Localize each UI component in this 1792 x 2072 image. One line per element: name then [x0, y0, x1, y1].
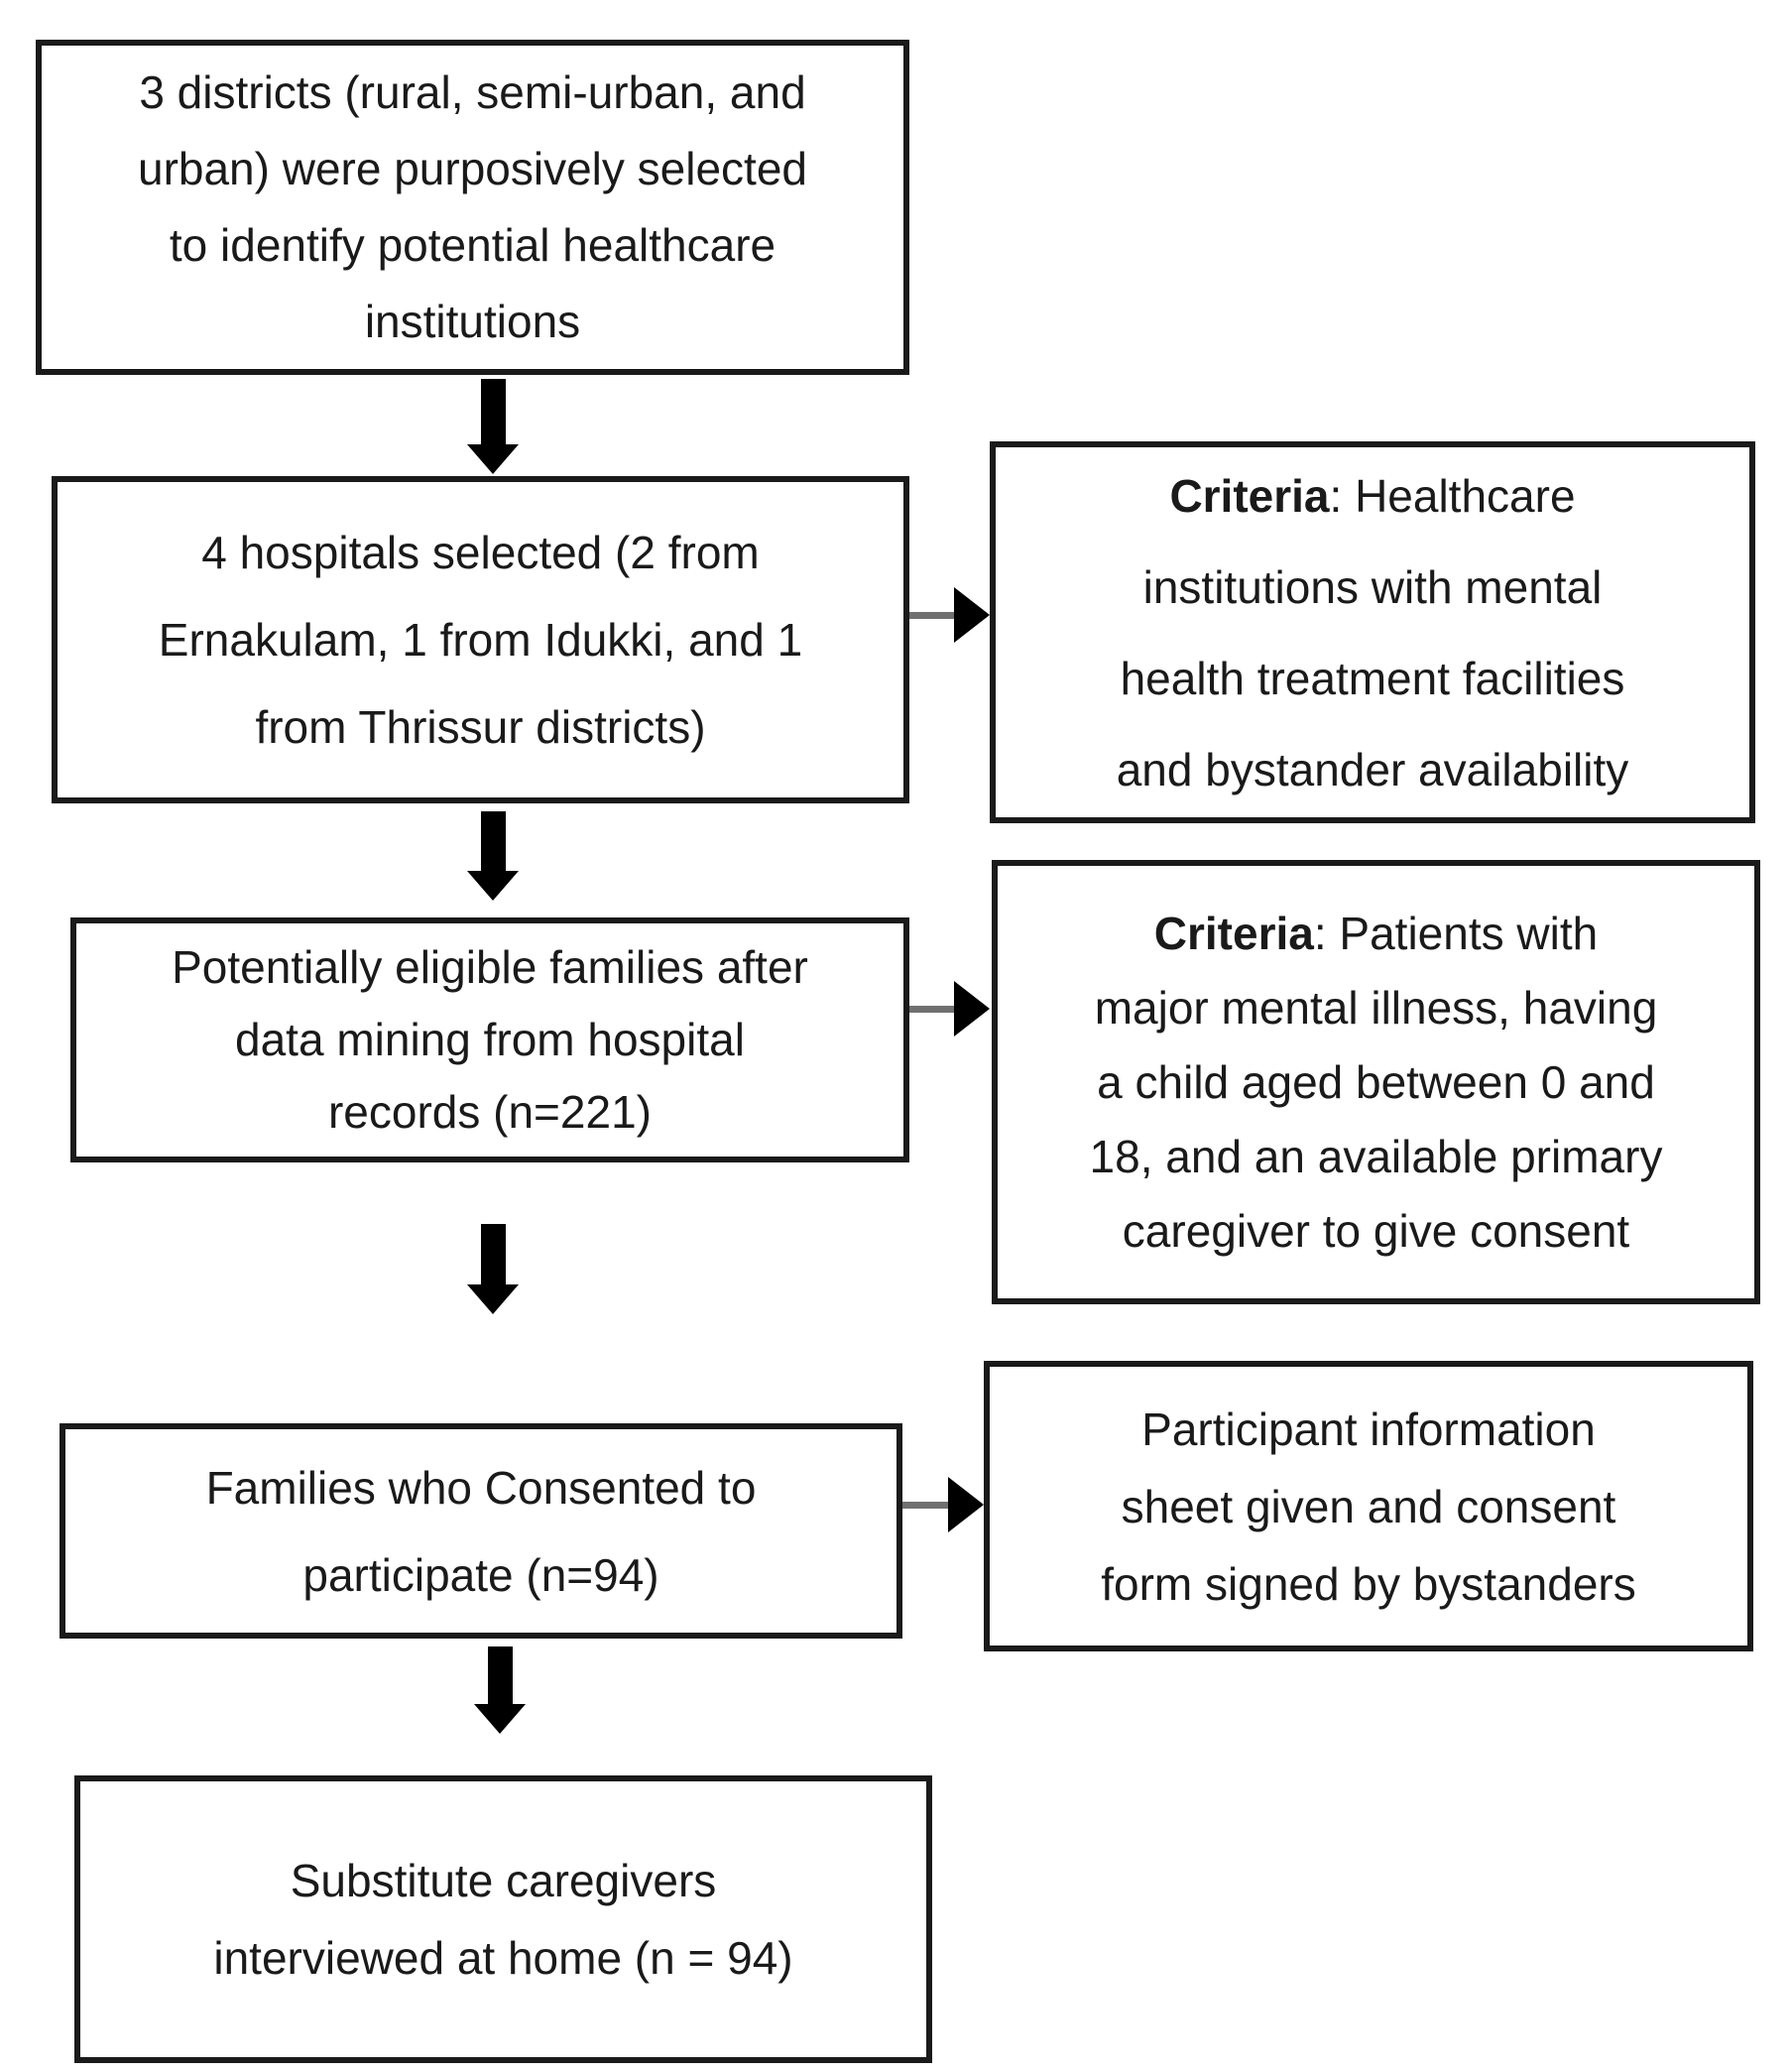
down-arrow-head — [467, 1284, 519, 1314]
flow-box-consented-families: Families who Consented to participate (n… — [60, 1423, 902, 1639]
note-box-criteria-institutions-text: Criteria: Healthcare institutions with m… — [1117, 450, 1629, 815]
note-box-criteria-institutions: Criteria: Healthcare institutions with m… — [990, 441, 1755, 823]
right-arrow-icon — [909, 587, 990, 643]
right-arrow-head — [948, 1477, 984, 1532]
flow-box-hospitals-selected-text: 4 hospitals selected (2 from Ernakulam, … — [158, 527, 803, 753]
flow-box-eligible-families: Potentially eligible families after data… — [70, 917, 909, 1162]
flow-box-hospitals-selected: 4 hospitals selected (2 from Ernakulam, … — [52, 476, 909, 803]
right-arrow-line — [902, 1502, 950, 1509]
right-arrow-icon — [909, 981, 990, 1036]
right-arrow-line — [909, 612, 956, 619]
note-box-consent-process-text: Participant information sheet given and … — [1101, 1391, 1636, 1623]
note-box-criteria-patients: Criteria: Patients with major mental ill… — [992, 860, 1760, 1304]
consent-process-body: Participant information sheet given and … — [1101, 1402, 1636, 1610]
note-box-criteria-patients-text: Criteria: Patients with major mental ill… — [1090, 897, 1663, 1269]
down-arrow-shaft — [487, 1646, 513, 1704]
down-arrow-shaft — [480, 811, 506, 871]
down-arrow-icon — [467, 811, 519, 901]
down-arrow-icon — [474, 1646, 526, 1734]
down-arrow-head — [467, 444, 519, 474]
down-arrow-shaft — [480, 1224, 506, 1284]
down-arrow-icon — [467, 1224, 519, 1314]
criteria-bold-label: Criteria — [1169, 469, 1330, 522]
flow-box-caregivers-interviewed: Substitute caregivers interviewed at hom… — [74, 1775, 932, 2063]
note-box-consent-process: Participant information sheet given and … — [984, 1361, 1753, 1651]
down-arrow-shaft — [480, 379, 506, 444]
right-arrow-icon — [902, 1477, 984, 1532]
criteria-institutions-body: : Healthcare institutions with mental he… — [1116, 469, 1629, 795]
down-arrow-head — [467, 871, 519, 901]
criteria-patients-body: : Patients with major mental illness, ha… — [1089, 907, 1663, 1257]
flow-box-districts-selected-text: 3 districts (rural, semi-urban, and urba… — [137, 66, 808, 347]
flow-box-consented-families-text: Families who Consented to participate (n… — [205, 1461, 757, 1601]
flow-box-caregivers-interviewed-text: Substitute caregivers interviewed at hom… — [213, 1855, 793, 1984]
flow-box-eligible-families-text: Potentially eligible families after data… — [172, 941, 808, 1138]
down-arrow-icon — [467, 379, 519, 474]
right-arrow-line — [909, 1006, 956, 1013]
criteria-bold-label: Criteria — [1153, 907, 1314, 959]
down-arrow-head — [474, 1704, 526, 1734]
right-arrow-head — [954, 587, 990, 643]
right-arrow-head — [954, 981, 990, 1036]
flow-box-districts-selected: 3 districts (rural, semi-urban, and urba… — [36, 40, 909, 375]
